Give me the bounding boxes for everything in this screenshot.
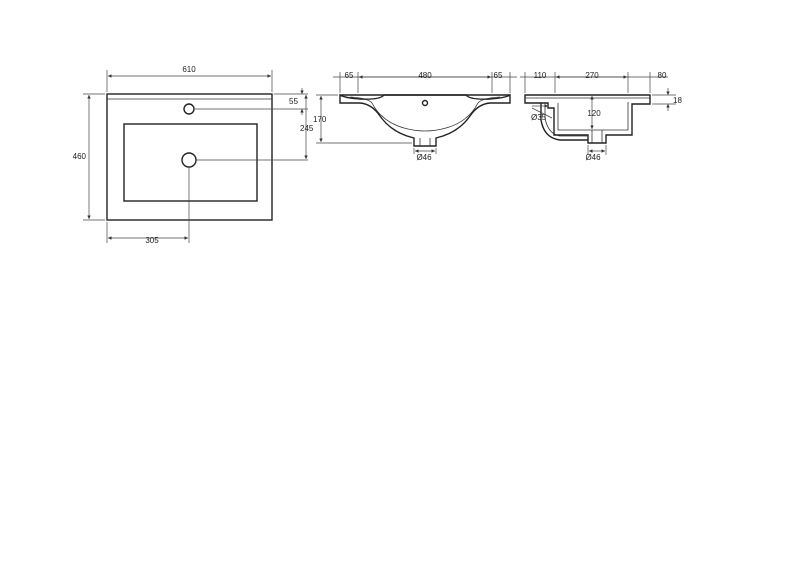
bowl-inner xyxy=(349,96,501,132)
dim-overflow-diameter-label: Ø35 xyxy=(531,113,547,122)
dim-back-rim-label: 110 xyxy=(534,71,547,80)
dim-overflow-leader xyxy=(531,107,553,119)
dim-bowl-depth-label: 270 xyxy=(585,71,599,80)
side-view: 110 270 80 18 120 Ø35 Ø46 xyxy=(520,71,682,162)
basin-side-section xyxy=(524,94,651,144)
dim-rim-thickness-label: 18 xyxy=(673,96,682,105)
dim-front-rim-label: 80 xyxy=(658,71,667,80)
tap-hole xyxy=(183,103,195,115)
overflow-channel-inner xyxy=(544,103,588,137)
basin-outline xyxy=(106,93,273,221)
bowl-outline xyxy=(123,123,258,202)
dim-center-label: 305 xyxy=(145,236,159,245)
dim-inner-depth-label: 120 xyxy=(587,109,601,118)
dim-drain-diameter-label: Ø46 xyxy=(416,153,432,162)
overflow-hole xyxy=(421,99,429,107)
dim-drain-label: 245 xyxy=(300,124,314,133)
dim-right-rim-label: 65 xyxy=(494,71,503,80)
dim-height-label: 170 xyxy=(313,115,327,124)
dim-tap-label: 55 xyxy=(289,97,298,106)
drain-hole xyxy=(181,152,197,168)
dim-bowl-width-label: 480 xyxy=(418,71,432,80)
dim-side-drain-diameter-label: Ø46 xyxy=(585,153,601,162)
front-view: 65 480 65 170 Ø46 xyxy=(313,71,517,162)
overflow-channel xyxy=(540,103,588,141)
bowl-inner-side xyxy=(557,102,629,131)
dim-width-label: 610 xyxy=(182,65,196,74)
basin-section xyxy=(339,93,511,147)
top-view: 610 460 55 245 305 xyxy=(73,65,314,245)
dim-left-rim-label: 65 xyxy=(345,71,354,80)
dim-depth-label: 460 xyxy=(73,152,87,161)
